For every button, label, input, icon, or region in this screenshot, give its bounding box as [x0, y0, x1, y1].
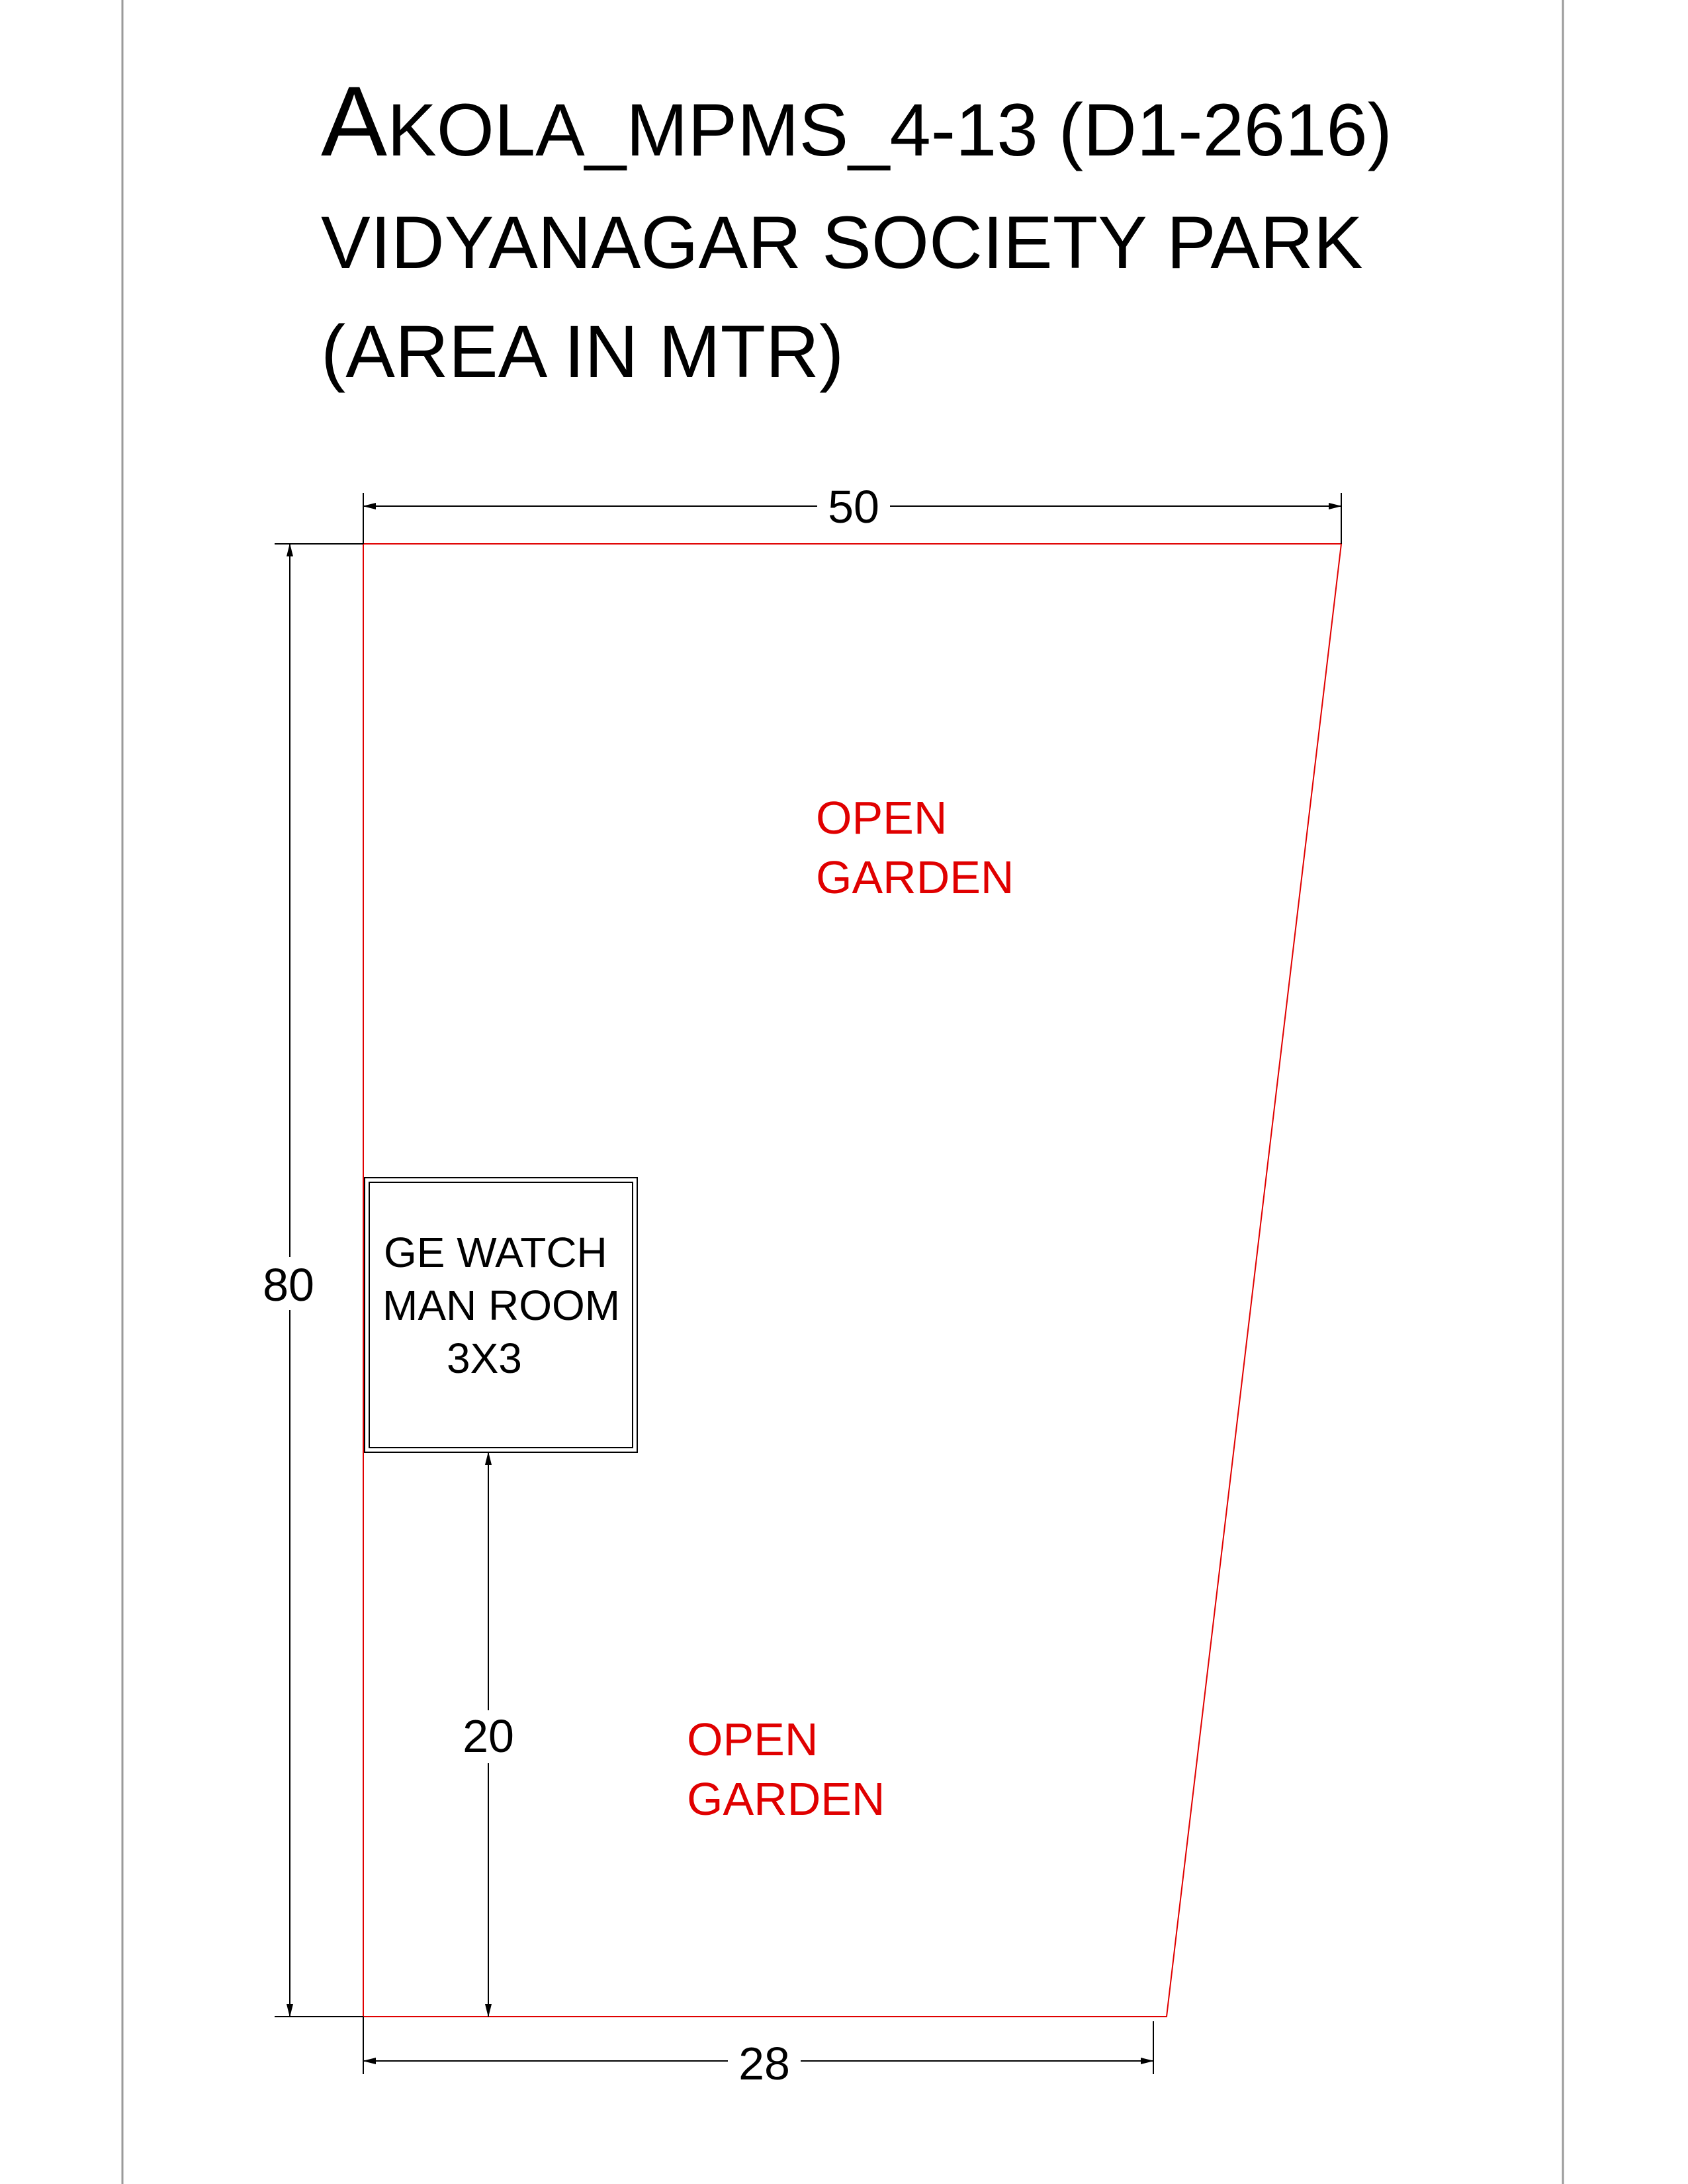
- bottom-dimension-text-mask: [728, 2038, 801, 2091]
- left-dimension-text-mask: [255, 1257, 328, 1310]
- title-line2: VIDYANAGAR SOCIETY PARK: [321, 201, 1363, 284]
- room-offset-label: 20: [463, 1710, 514, 1762]
- top-dimension-label: 50: [828, 481, 879, 533]
- garden-lower-label-line1: OPEN: [687, 1714, 818, 1765]
- top-dimension-text-mask: [817, 480, 890, 533]
- bottom-dimension-label: 28: [738, 2038, 790, 2089]
- title-line3: (AREA IN MTR): [321, 310, 844, 393]
- title-line1-initial: A: [321, 66, 387, 177]
- title-line1: AKOLA_MPMS_4-13 (D1-2616): [321, 66, 1392, 177]
- plot-boundary: [363, 543, 1343, 2017]
- room-offset-text-mask: [453, 1710, 526, 1763]
- left-dimension-label: 80: [263, 1259, 314, 1311]
- watchman-room-label-line2: MAN ROOM: [382, 1282, 620, 1329]
- watchman-room-label-line1: GE WATCH: [384, 1229, 607, 1276]
- title-line1-rest: KOLA_MPMS_4-13 (D1-2616): [387, 89, 1392, 171]
- garden-upper-label-line2: GARDEN: [816, 852, 1014, 903]
- garden-lower-label-line2: GARDEN: [687, 1773, 885, 1825]
- garden-upper-label-line1: OPEN: [816, 792, 947, 844]
- watchman-room-label-line3: 3X3: [447, 1334, 522, 1382]
- watchman-room-inner: [369, 1182, 633, 1448]
- watchman-room-outer: [364, 1177, 638, 1453]
